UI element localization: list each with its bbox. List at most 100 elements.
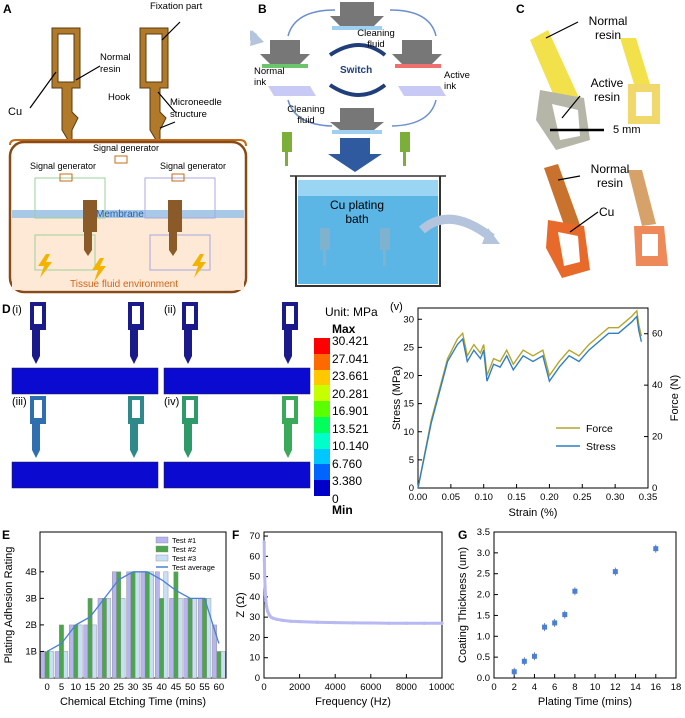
x-tick-label: 14	[630, 682, 641, 693]
panel-c-pointers	[545, 21, 599, 233]
bar	[159, 598, 164, 679]
bar	[44, 651, 50, 679]
data-point	[572, 588, 578, 594]
bar	[106, 598, 112, 679]
data-point	[280, 618, 284, 622]
colorbar-segment	[314, 385, 330, 402]
y-tick-label: 10	[403, 427, 414, 438]
fea-model-ii	[163, 302, 311, 395]
colorbar-segment	[314, 401, 330, 417]
y-tick-label: 25	[403, 342, 414, 353]
x-tick-label: 10	[70, 682, 81, 693]
x-tick-label: 50	[185, 682, 196, 693]
colorbar-tick: 13.521	[332, 421, 369, 436]
x-tick-label: 6	[552, 682, 557, 693]
bar	[144, 571, 150, 679]
x-tick-label: 0.15	[507, 492, 526, 503]
legend-swatch	[155, 545, 169, 553]
x-tick-label: 10	[590, 682, 601, 693]
bar	[87, 598, 93, 679]
y-tick-label: 15	[403, 399, 414, 410]
legend-swatch	[155, 536, 169, 544]
bar	[102, 598, 107, 679]
bar	[177, 598, 183, 679]
x-tick-label: 16	[650, 682, 661, 693]
colorbar-tick: 10.140	[332, 439, 369, 454]
legend-label: Stress	[586, 441, 616, 453]
data-point	[271, 616, 275, 620]
colorbar-unit: Unit: MPa	[325, 305, 378, 319]
colorbar-segment	[314, 338, 330, 354]
panel-label-b: B	[258, 2, 267, 16]
y-axis-label: Coating Thickness (um)	[457, 547, 469, 663]
bar	[59, 624, 64, 679]
y-tick-label: 0.5	[477, 652, 490, 663]
x-tick-label: 8	[572, 682, 577, 693]
label-normal-resin-c-bottom: Normal resin	[590, 162, 630, 190]
x-tick-label: 0.25	[573, 492, 592, 503]
data-point	[369, 621, 373, 625]
panel-label-f: F	[232, 528, 240, 542]
label-cleaning-fluid-bottom: Cleaning fluid	[287, 104, 325, 126]
y-tick-label: 30	[403, 314, 414, 325]
colorbar-segment	[314, 416, 330, 433]
hook-left-illustration	[51, 27, 81, 141]
label-cu-plating-bath: Cu plating bath	[329, 198, 385, 226]
data-point	[262, 540, 266, 544]
data-point	[552, 620, 558, 626]
bar	[83, 624, 89, 679]
x-tick-label: 10000	[429, 682, 454, 693]
x-tick-label: 6000	[360, 682, 381, 693]
colorbar-segment	[314, 464, 330, 481]
plot-frame	[417, 307, 649, 489]
y-tick-label: 70	[249, 531, 260, 542]
bar	[206, 598, 212, 679]
label-cu-a: Cu	[8, 106, 23, 118]
y-tick-label: 1.0	[477, 631, 490, 642]
y2-tick-label: 0	[652, 483, 657, 494]
bar	[163, 571, 169, 679]
data-point	[440, 621, 444, 625]
panel-a-drawing	[8, 21, 248, 294]
colorbar-segment	[314, 480, 330, 496]
data-point	[422, 621, 426, 625]
bar	[120, 598, 126, 679]
x-tick-label: 0.00	[409, 492, 428, 503]
data-point	[263, 585, 267, 589]
y-tick-label: 1B	[25, 646, 37, 657]
y-tick-label: 30	[249, 612, 260, 623]
colorbar-segment	[314, 369, 330, 386]
x-tick-label: 35	[142, 682, 153, 693]
label-cu-c: Cu	[599, 205, 615, 219]
x-tick-label: 60	[214, 682, 225, 693]
data-point	[542, 624, 548, 630]
bar	[134, 571, 140, 679]
bar	[169, 598, 174, 679]
x-tick-label: 0.20	[540, 492, 559, 503]
label-tissue-fluid: Tissue fluid environment	[70, 279, 179, 290]
data-point	[351, 621, 355, 625]
data-point	[404, 621, 408, 625]
x-tick-label: 2	[512, 682, 517, 693]
data-point	[612, 569, 618, 575]
hook-right-illustration	[139, 27, 169, 141]
sublabel-d-i: (i)	[12, 304, 22, 316]
colorbar	[314, 338, 330, 496]
y-tick-label: 3.5	[477, 527, 490, 538]
y-tick-label: 2B	[25, 620, 37, 631]
x-tick-label: 30	[128, 682, 139, 693]
data-point	[521, 658, 527, 664]
data-point	[265, 609, 270, 613]
colorbar-segment	[314, 353, 330, 370]
label-microneedle: Microneedle structure	[170, 97, 222, 120]
x-tick-label: 0	[45, 682, 50, 693]
y-tick-label: 4B	[25, 567, 37, 578]
panel-b-drawing	[250, 2, 500, 287]
x-tick-label: 4	[532, 682, 537, 693]
fea-model-i	[11, 302, 159, 395]
colorbar-tick: 6.760	[332, 456, 363, 471]
y-tick-label: 0.0	[477, 673, 490, 684]
x-tick-label: 20	[99, 682, 110, 693]
